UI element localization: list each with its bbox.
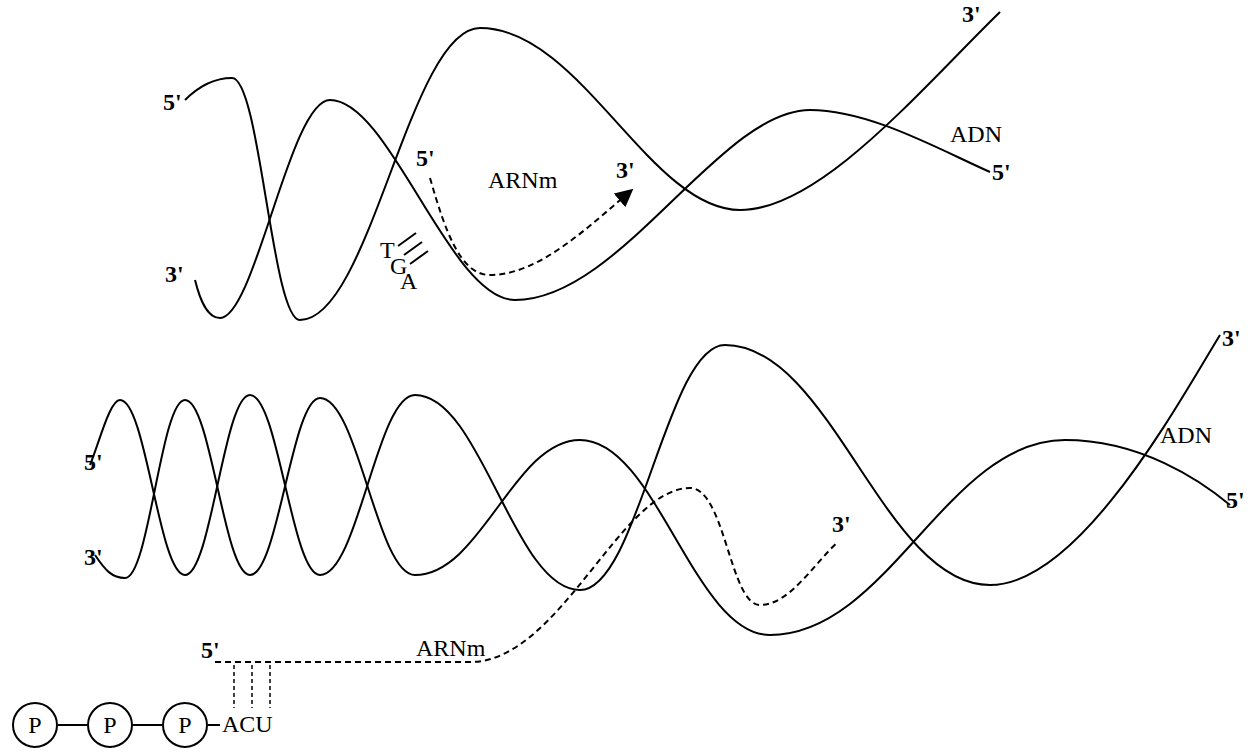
phosphate-circle: P [12, 702, 58, 748]
strand-label: 3' [165, 262, 184, 286]
mrna-strand [430, 178, 632, 275]
base-pair-tick [398, 233, 416, 246]
dna-strand [195, 100, 990, 318]
mrna-strand [215, 488, 838, 662]
strand-label: ADN [1160, 423, 1212, 447]
strand-label: 5' [1226, 488, 1245, 512]
phosphate-circle: P [162, 702, 208, 748]
strand-label: 3' [616, 158, 635, 182]
dna-strand [95, 398, 1230, 635]
base-pair-tick [410, 251, 428, 264]
codon-tick [233, 665, 235, 708]
strand-label: 3' [1222, 326, 1241, 350]
strand-label: 3' [962, 2, 981, 26]
phosphate-bond [58, 724, 87, 726]
phosphate-label: P [87, 702, 133, 748]
strand-label: 3' [832, 512, 851, 536]
strand-label: ARNm [488, 168, 557, 192]
phosphate-circle: P [87, 702, 133, 748]
strand-label: ARNm [416, 636, 485, 660]
phosphate-bond [208, 724, 220, 726]
strand-label: 5' [163, 90, 182, 114]
codon-tick [251, 665, 253, 708]
strand-label: 3' [84, 545, 103, 569]
phosphate-label: P [12, 702, 58, 748]
phosphate-label: P [162, 702, 208, 748]
strand-label: ADN [950, 122, 1002, 146]
strand-label: 5' [992, 160, 1011, 184]
phosphate-bond [133, 724, 162, 726]
strand-label: ACU [222, 712, 273, 736]
dna-strand [185, 12, 1000, 320]
strand-label: 5' [84, 450, 103, 474]
strand-label: 5' [201, 638, 220, 662]
strand-label: 5' [416, 146, 435, 170]
codon-tick [269, 665, 271, 708]
dna-strand [90, 335, 1220, 590]
strand-label: A [400, 269, 417, 293]
